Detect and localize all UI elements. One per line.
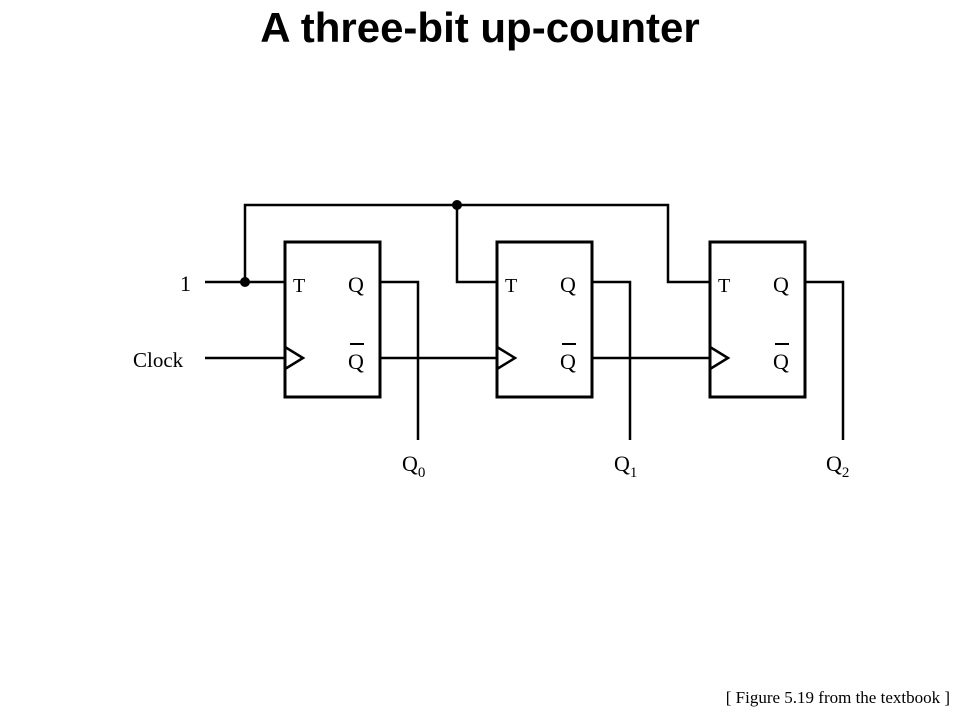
wire-q1 xyxy=(592,280,632,440)
wires xyxy=(205,203,845,440)
output-subscript: 1 xyxy=(630,465,638,481)
qbar-output-label: Q xyxy=(348,349,364,374)
wire-top-rail xyxy=(243,203,710,284)
qbar-output-label: Q xyxy=(560,349,576,374)
output-name: Q xyxy=(614,451,630,476)
output-subscript: 2 xyxy=(842,465,850,481)
output-label-q0: Q0 xyxy=(402,451,425,481)
wire-q0 xyxy=(380,280,420,440)
junction-dot xyxy=(240,277,250,287)
output-name: Q xyxy=(402,451,418,476)
clock-triangle-icon xyxy=(496,345,518,371)
figure-caption: [ Figure 5.19 from the textbook ] xyxy=(725,688,950,707)
t-input-label: T xyxy=(293,275,305,297)
output-subscript: 0 xyxy=(418,465,426,481)
t-input-label: T xyxy=(718,275,730,297)
flipflop-2: T Q Q xyxy=(708,240,807,399)
flipflop-box xyxy=(283,240,382,399)
t-input-label: T xyxy=(505,275,517,297)
q-output-label: Q xyxy=(348,272,364,297)
flipflop-box xyxy=(708,240,807,399)
flipflop-box xyxy=(495,240,594,399)
clock-triangle-icon xyxy=(284,345,306,371)
flipflop-1: T Q Q xyxy=(495,240,594,399)
output-label-q2: Q2 xyxy=(826,451,849,481)
wire-q2 xyxy=(805,280,845,440)
constant-input-label: 1 xyxy=(180,271,191,296)
page-title: A three-bit up-counter xyxy=(260,4,700,51)
clock-input-label: Clock xyxy=(133,348,184,372)
flipflop-0: T Q Q xyxy=(283,240,382,399)
output-label-q1: Q1 xyxy=(614,451,637,481)
wire-rail-to-t1 xyxy=(455,205,497,284)
qbar-output-label: Q xyxy=(773,349,789,374)
q-output-label: Q xyxy=(560,272,576,297)
junction-dot xyxy=(452,200,462,210)
clock-triangle-icon xyxy=(709,345,731,371)
output-name: Q xyxy=(826,451,842,476)
q-output-label: Q xyxy=(773,272,789,297)
